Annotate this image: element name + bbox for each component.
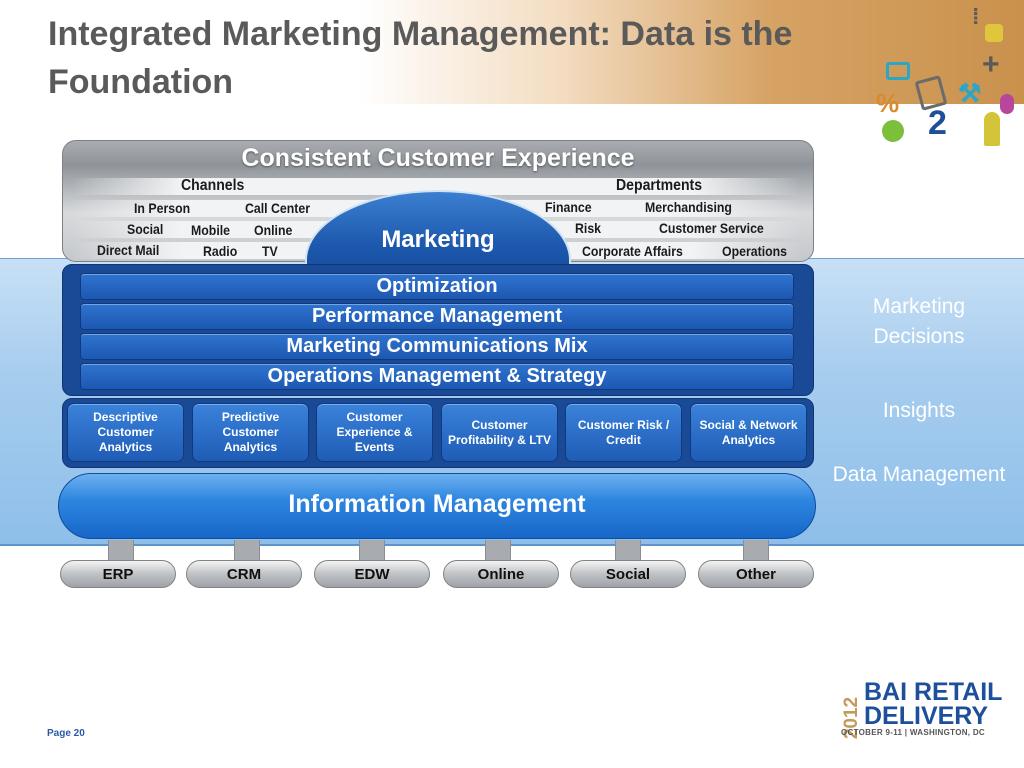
analytics-box: Descriptive Customer Analytics — [67, 403, 184, 462]
decision-layer: Marketing Communications Mix — [80, 333, 794, 360]
departments-header: Departments — [616, 177, 703, 194]
information-management-bar — [58, 473, 816, 539]
tools-icon: ⚒ — [958, 78, 982, 108]
information-management-label: Information Management — [288, 490, 586, 518]
customer-experience-title: Consistent Customer Experience — [241, 144, 635, 172]
channel-item: Radio — [203, 243, 238, 259]
department-item: Corporate Affairs — [582, 243, 683, 259]
data-source: Social — [570, 560, 686, 588]
logo-year: 2012 — [841, 696, 862, 740]
department-item: Merchandising — [645, 199, 732, 215]
channel-item: TV — [262, 243, 278, 259]
puzzle-icon — [985, 24, 1003, 42]
header-band — [0, 0, 1024, 104]
number-two-icon: 2 — [928, 104, 947, 142]
analytics-box: Social & Network Analytics — [690, 403, 807, 462]
marketing-label: Marketing — [381, 226, 495, 253]
logo-date: OCTOBER 9-11 | WASHINGTON, DC — [841, 728, 985, 737]
connector — [485, 540, 511, 562]
plus-icon: + — [982, 48, 1000, 81]
data-source: ERP — [60, 560, 176, 588]
decision-layer: Operations Management & Strategy — [80, 363, 794, 390]
page-number: Page 20 — [47, 728, 85, 739]
page-title: Integrated Marketing Management: Data is… — [48, 15, 793, 101]
connector — [743, 540, 769, 562]
department-item: Customer Service — [659, 220, 764, 236]
channel-item: In Person — [134, 200, 191, 216]
connector — [359, 540, 385, 562]
data-source: Online — [443, 560, 559, 588]
analytics-box: Predictive Customer Analytics — [192, 403, 309, 462]
department-item: Operations — [722, 243, 788, 259]
side-label-marketing-decisions: Marketing Decisions — [872, 295, 966, 348]
channel-item: Mobile — [191, 222, 231, 238]
data-source: EDW — [314, 560, 430, 588]
divider-stripe — [72, 178, 802, 195]
decision-layer: Performance Management — [80, 303, 794, 330]
logo-brand: BAI RETAIL — [864, 678, 1003, 706]
mouse-icon — [1000, 94, 1014, 114]
department-item: Risk — [575, 220, 602, 236]
insights-block — [62, 398, 814, 468]
analytics-box: Customer Risk / Credit — [565, 403, 682, 462]
connector — [234, 540, 260, 562]
channel-item: Social — [127, 221, 164, 237]
department-item: Finance — [545, 199, 592, 215]
channels-header: Channels — [181, 177, 245, 194]
connector — [615, 540, 641, 562]
decision-layer: Optimization — [80, 273, 794, 300]
connector — [108, 540, 134, 562]
channel-item: Direct Mail — [97, 242, 160, 258]
pie-icon — [882, 120, 904, 142]
analytics-box: Customer Experience & Events — [316, 403, 433, 462]
side-label-data-management: Data Management — [832, 463, 1006, 486]
percent-icon: % — [876, 88, 900, 118]
logo-brand-line2: DELIVERY — [864, 702, 989, 730]
data-source: Other — [698, 560, 814, 588]
analytics-box: Customer Profitability & LTV — [441, 403, 558, 462]
dots-icon: ⁞ — [972, 4, 980, 29]
monitor-icon — [886, 62, 910, 80]
person-icon — [984, 112, 1000, 146]
channel-item: Call Center — [245, 200, 311, 216]
data-source: CRM — [186, 560, 302, 588]
side-label-insights: Insights — [882, 399, 956, 422]
channel-item: Online — [254, 222, 293, 238]
